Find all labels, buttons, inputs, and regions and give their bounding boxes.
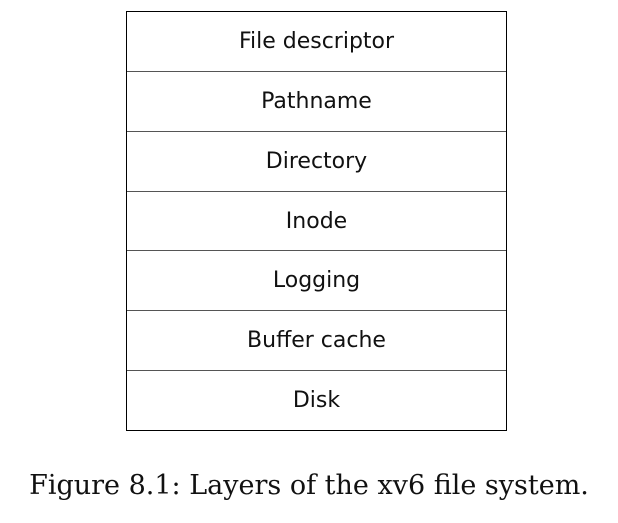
layer-file-descriptor: File descriptor <box>238 28 395 54</box>
layer-logging: Logging <box>127 250 506 310</box>
layer-buffer-cache: Buffer cache <box>127 310 506 370</box>
layer-inode: Inode <box>127 190 506 251</box>
layer-disk: Disk <box>127 370 506 430</box>
layer-directory: Directory <box>127 130 506 191</box>
figure-caption: Figure 8.1: Layers of the xv6 file syste… <box>29 470 589 501</box>
layer-stack-diagram: File descriptor Pathname Directory Inode… <box>126 11 507 431</box>
layer-pathname: Pathname <box>127 70 506 131</box>
